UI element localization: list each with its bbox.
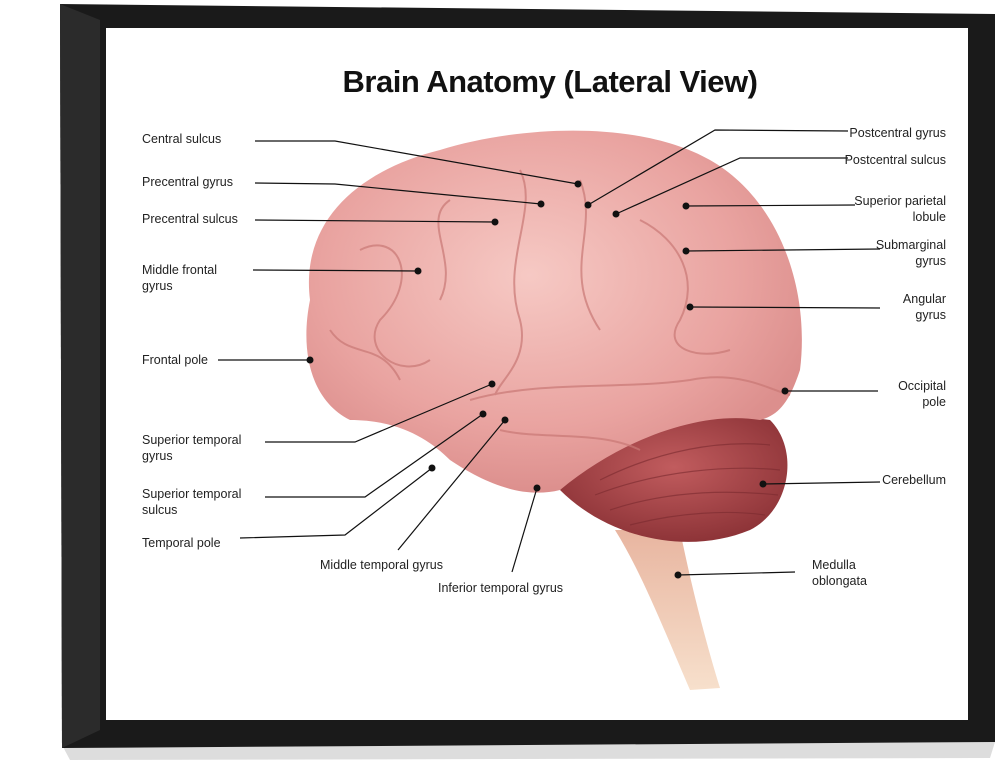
label-dots [306,180,789,579]
label-frontal-pole: Frontal pole [142,353,209,367]
brain-stem [615,530,720,690]
frame-side [60,4,100,748]
label-medulla-oblongata: Medulla oblongata [812,558,867,588]
leader-lines [218,129,881,576]
label-central-sulcus: Central sulcus [142,132,222,146]
label-precentral-gyrus: Precentral gyrus [142,175,234,189]
label-angular-gyrus: Angular gyrus [902,292,946,322]
label-postcentral-sulcus: Postcentral sulcus [844,153,946,167]
label-middle-frontal-gyrus: Middle frontal gyrus [142,263,218,293]
diagram-title: Brain Anatomy (Lateral View) [342,64,758,99]
label-precentral-sulcus: Precentral sulcus [142,212,238,226]
label-superior-temporal-sulcus: Superior temporal sulcus [142,487,242,517]
label-inferior-temporal-gyrus: Inferior temporal gyrus [438,581,564,595]
label-superior-parietal-lobule: Superior parietal lobule [854,194,946,224]
label-cerebellum: Cerebellum [882,473,946,487]
label-postcentral-gyrus: Postcentral gyrus [849,126,946,140]
label-occipital-pole: Occipital pole [898,379,946,409]
label-middle-temporal-gyrus: Middle temporal gyrus [320,558,443,572]
label-superior-temporal-gyrus: Superior temporal gyrus [142,433,242,463]
label-temporal-pole: Temporal pole [142,536,221,550]
label-submarginal-gyrus: Submarginal gyrus [875,238,946,268]
